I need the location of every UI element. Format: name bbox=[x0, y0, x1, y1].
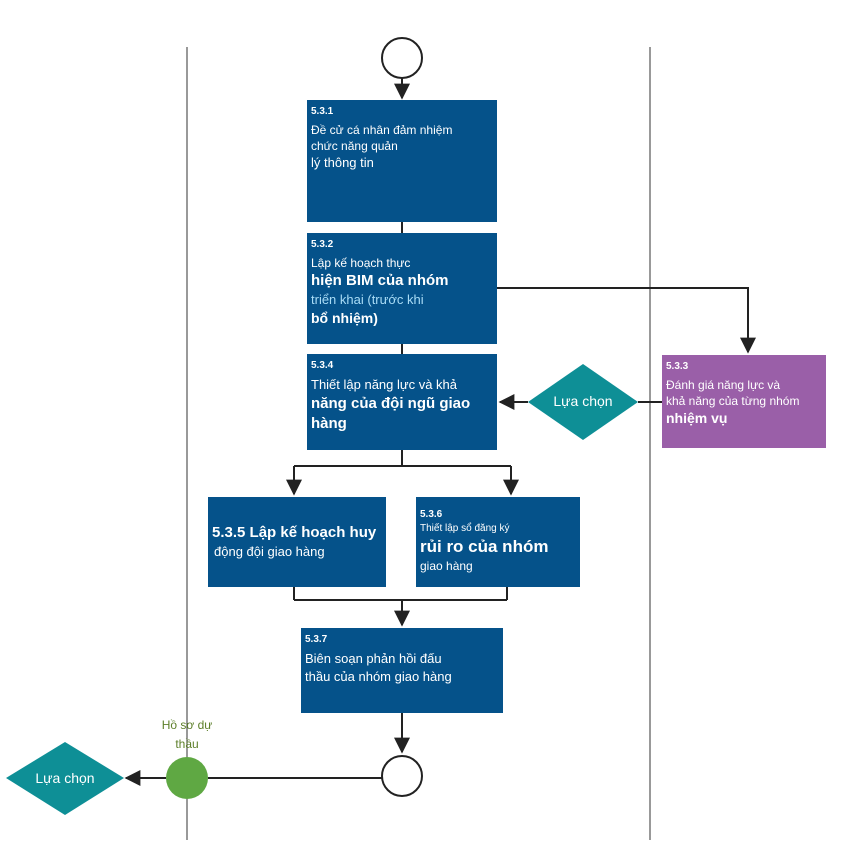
end-node bbox=[381, 755, 423, 797]
document-label: Hồ sơ dự thầu bbox=[147, 716, 227, 754]
process-code: 5.3.7 bbox=[305, 634, 328, 645]
process-text-line: Biên soạn phản hồi đấu bbox=[305, 651, 442, 666]
process-text-line: triển khai (trước khi bbox=[311, 292, 424, 308]
process-text-line: thầu của nhóm giao hàng bbox=[305, 668, 452, 684]
process-code: 5.3.1 bbox=[311, 106, 334, 117]
process-5-3-7: 5.3.7 Biên soạn phản hồi đấu thầu của nh… bbox=[301, 628, 503, 713]
process-code: 5.3.3 bbox=[666, 361, 689, 372]
process-text-line: chức năng quản bbox=[311, 139, 398, 154]
process-5-3-1: 5.3.1 Đề cử cá nhân đảm nhiệm chức năng … bbox=[307, 100, 497, 222]
process-text-line: động đội giao hàng bbox=[214, 544, 325, 560]
process-text-line: Đánh giá năng lực và bbox=[666, 378, 781, 392]
connector-532-533 bbox=[497, 287, 756, 354]
decision-left-label: Lựa chọn bbox=[35, 770, 95, 786]
process-text-line: lý thông tin bbox=[311, 155, 374, 171]
process-text-line: hàng bbox=[311, 414, 347, 432]
document-label-line: Hồ sơ dự bbox=[161, 718, 213, 732]
process-text-line: năng của đội ngũ giao bbox=[311, 394, 471, 412]
process-code: 5.3.4 bbox=[311, 360, 334, 371]
document-label-line: thầu bbox=[175, 737, 199, 752]
process-text-line: Đề cử cá nhân đảm nhiệm bbox=[311, 123, 453, 137]
process-text-line: khả năng của từng nhóm bbox=[666, 394, 800, 409]
start-node bbox=[381, 37, 423, 79]
process-text-line: giao hàng bbox=[420, 559, 473, 574]
process-text-line: rủi ro của nhóm bbox=[420, 536, 549, 556]
decision-right bbox=[528, 364, 638, 440]
process-5-3-6: 5.3.6 Thiết lập sổ đăng ký rủi ro của nh… bbox=[416, 497, 580, 587]
document-node bbox=[166, 757, 208, 799]
decision-left bbox=[6, 742, 124, 815]
process-text-line: bổ nhiệm) bbox=[311, 309, 378, 326]
process-code: 5.3.6 bbox=[420, 509, 443, 520]
decision-right-label: Lựa chọn bbox=[553, 393, 613, 409]
process-text-line: hiện BIM của nhóm bbox=[311, 272, 449, 290]
process-text-line: Thiết lập sổ đăng ký bbox=[420, 523, 510, 534]
process-5-3-4: 5.3.4 Thiết lập năng lực và khả năng của… bbox=[307, 354, 497, 450]
process-5-3-3: 5.3.3 Đánh giá năng lực và khả năng của … bbox=[662, 355, 826, 448]
process-5-3-2: 5.3.2 Lập kế hoạch thực hiện BIM của nhó… bbox=[307, 233, 497, 344]
process-text-line: nhiệm vụ bbox=[666, 410, 728, 427]
process-code: 5.3.2 bbox=[311, 239, 334, 250]
process-text-line: Thiết lập năng lực và khả bbox=[311, 377, 458, 392]
process-text-line: Lập kế hoạch thực bbox=[311, 256, 411, 270]
process-text-line: 5.3.5 Lập kế hoạch huy bbox=[212, 524, 377, 541]
process-5-3-5: 5.3.5 Lập kế hoạch huy động đội giao hàn… bbox=[208, 497, 386, 587]
